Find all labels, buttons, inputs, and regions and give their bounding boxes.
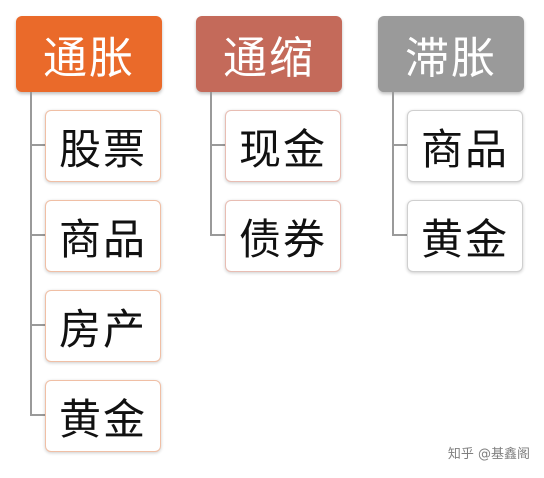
connector-line [210, 92, 212, 236]
group-item: 商品 [45, 200, 161, 272]
connector-tick [31, 234, 47, 236]
group-item: 房产 [45, 290, 161, 362]
group-1: 通缩现金债券 [196, 0, 346, 478]
group-header: 滞胀 [378, 16, 524, 92]
connector-tick [31, 324, 47, 326]
connector-tick [393, 234, 409, 236]
group-header: 通缩 [196, 16, 342, 92]
group-item: 黄金 [407, 200, 523, 272]
connector-tick [31, 144, 47, 146]
group-header: 通胀 [16, 16, 162, 92]
connector-tick [211, 234, 227, 236]
connector-tick [31, 414, 47, 416]
group-item: 股票 [45, 110, 161, 182]
group-item: 黄金 [45, 380, 161, 452]
group-item: 商品 [407, 110, 523, 182]
connector-line [392, 92, 394, 236]
group-item: 债券 [225, 200, 341, 272]
watermark: 知乎 @基鑫阁 [447, 447, 530, 462]
connector-tick [393, 144, 409, 146]
connector-tick [211, 144, 227, 146]
connector-line [30, 92, 32, 416]
group-0: 通胀股票商品房产黄金 [16, 0, 166, 478]
group-item: 现金 [225, 110, 341, 182]
group-2: 滞胀商品黄金 [378, 0, 528, 478]
